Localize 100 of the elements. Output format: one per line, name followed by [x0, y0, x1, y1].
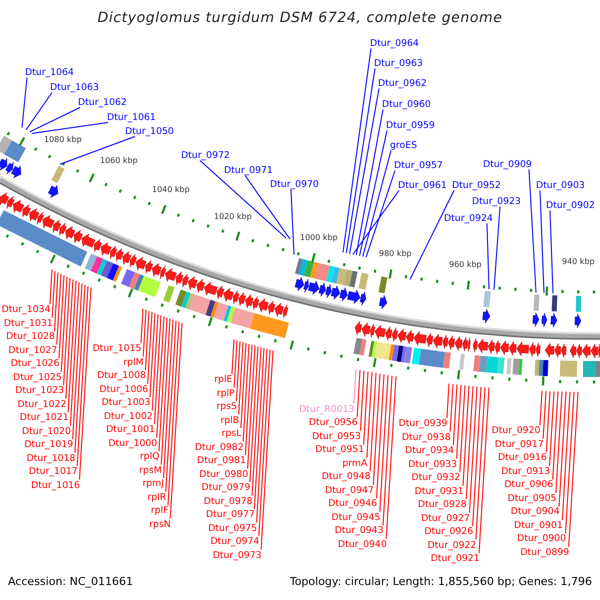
leader-line: [363, 371, 368, 445]
gene-label: Dtur_0899: [520, 546, 570, 558]
leader-line: [550, 210, 554, 294]
leader-line: [562, 391, 570, 520]
leader-line: [152, 314, 158, 412]
leader-line: [49, 269, 52, 305]
gene-label: Dtur_0906: [504, 479, 554, 490]
leader-line: [63, 278, 70, 386]
scale-label: 1020 kbp: [214, 212, 252, 220]
leader-line: [236, 340, 240, 402]
gene-label: Dtur_0932: [411, 472, 460, 484]
gene-label: Dtur_0904: [510, 506, 560, 518]
leader-line: [149, 312, 156, 398]
leader-line: [252, 346, 262, 496]
gene-label: Dtur_0971: [224, 164, 273, 176]
leader-line: [154, 314, 162, 425]
gene-label: Dtur_0978: [204, 496, 253, 507]
leader-line: [140, 308, 144, 344]
gene-label: Dtur_1022: [18, 398, 66, 410]
leader-line: [546, 390, 550, 453]
gene-label: Dtur_1025: [12, 372, 62, 383]
gene-label: Dtur_0939: [398, 418, 448, 430]
leader-line: [168, 321, 180, 506]
leader-line: [65, 278, 74, 400]
leader-line: [76, 286, 88, 467]
leader-line: [231, 339, 234, 375]
leader-line: [200, 160, 286, 238]
leader-line: [356, 109, 384, 256]
gene-label: Dtur_0945: [331, 512, 380, 523]
scale-label: 1080 kbp: [44, 134, 82, 144]
gene-label: Dtur_1020: [22, 426, 71, 437]
leader-line: [342, 48, 372, 253]
leader-line: [372, 373, 380, 486]
leader-line: [353, 368, 356, 404]
leader-line: [144, 310, 150, 371]
gene-label: Dtur_1031: [4, 318, 53, 329]
gene-label: Dtur_1018: [26, 452, 76, 464]
title: Dictyoglomus turgidum DSM 6724, complete genome: [97, 9, 502, 27]
gene-label: Dtur_0962: [378, 78, 427, 88]
gene-label: rplQ: [140, 451, 160, 462]
gene-label: Dtur_0973: [212, 550, 262, 561]
leader-line: [244, 175, 290, 240]
scale-label: 1040 kbp: [152, 184, 190, 194]
leader-line: [60, 276, 68, 372]
leader-line: [549, 390, 554, 466]
gene-label: Dtur_1000: [108, 438, 158, 449]
leader-line: [539, 390, 542, 426]
gene-label: Dtur_0979: [202, 482, 250, 494]
leader-line: [366, 170, 396, 258]
leader-line: [352, 190, 400, 255]
leader-line: [240, 342, 246, 429]
gene-label: Dtur_1006: [99, 384, 148, 395]
leader-line: [410, 190, 454, 280]
scale-label: 1000 kbp: [300, 232, 338, 242]
gene-label: rpsL: [222, 428, 242, 440]
leader-line: [70, 282, 80, 426]
leader-line: [52, 270, 56, 318]
leader-line: [346, 68, 376, 254]
gene-label: Dtur_0961: [398, 180, 447, 190]
leader-line: [60, 136, 136, 165]
gene-label: Dtur_0934: [405, 445, 454, 456]
gene-label: rpsS: [216, 401, 237, 412]
gene-label: Dtur_0940: [338, 538, 387, 550]
gene-label: Dtur_1063: [50, 82, 99, 92]
gene-label: Dtur_0900: [517, 533, 566, 544]
gene-label: Dtur_0963: [374, 58, 423, 68]
gene-label: groES: [390, 140, 417, 150]
leader-line: [258, 349, 270, 537]
gene-label: Dtur_1019: [24, 439, 74, 450]
leader-line: [542, 390, 546, 440]
gene-label: Dtur_0953: [312, 430, 361, 442]
gene-label: Dtur_0947: [325, 484, 374, 496]
leader-line: [528, 169, 536, 294]
leader-line: [78, 286, 92, 480]
gene-label: Dtur_0938: [402, 432, 451, 443]
leader-line: [165, 320, 176, 492]
gene-label: Dtur_0902: [546, 200, 595, 210]
leader-line: [359, 130, 388, 256]
gene-label: Dtur_0982: [194, 442, 244, 453]
gene-label: Dtur_1015: [92, 343, 142, 354]
leader-line: [478, 387, 490, 554]
leader-line: [254, 348, 264, 510]
gene-label: rplP: [216, 388, 235, 399]
leader-line: [565, 391, 574, 534]
gene-label: Dtur_R0013: [299, 404, 354, 415]
gene-label: Dtur_1034: [2, 304, 50, 316]
gene-label: Dtur_0927: [421, 512, 470, 524]
gene-label: Dtur_0981: [197, 455, 246, 466]
leader-line: [376, 374, 384, 499]
leader-line: [22, 77, 28, 128]
leader-line: [54, 272, 58, 332]
leader-line: [160, 318, 170, 466]
gene-label: Dtur_0943: [334, 525, 384, 536]
leader-line: [349, 88, 380, 254]
leader-line: [256, 348, 268, 524]
gene-label: Dtur_0901: [514, 520, 563, 531]
gene-label: Dtur_0933: [408, 458, 458, 470]
leader-line: [247, 345, 256, 470]
gene-label: rplB: [220, 414, 240, 426]
gene-label: Dtur_0921: [430, 553, 480, 564]
